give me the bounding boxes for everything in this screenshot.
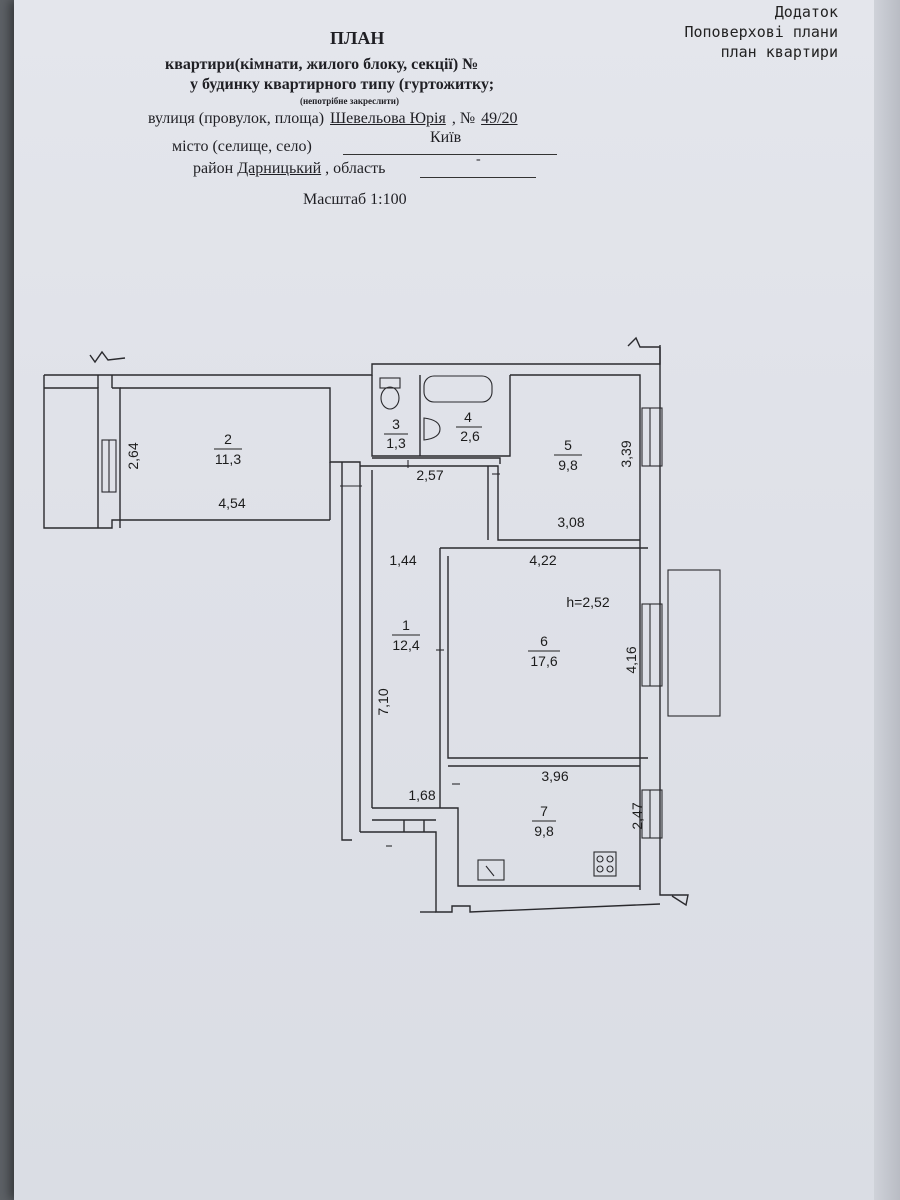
header-note: (непотрібне закреслити) <box>300 96 399 106</box>
region-label: , область <box>325 160 386 177</box>
toilet <box>380 386 400 410</box>
room-5-area: 9,8 <box>558 457 578 473</box>
city-underline <box>343 154 557 155</box>
room-5-number: 5 <box>564 437 572 453</box>
bathtub <box>423 375 493 403</box>
dim-4-54: 4,54 <box>218 495 245 511</box>
document-page <box>14 0 900 1200</box>
dimension-labels: 2,64 4,54 2,57 3,39 3,08 1,44 4,22 h=2,5… <box>125 440 645 829</box>
dim-3-39: 3,39 <box>618 440 634 467</box>
dim-2-57: 2,57 <box>416 467 443 483</box>
plan-fixtures <box>340 375 617 881</box>
plan-walls <box>43 336 689 913</box>
dim-2-47: 2,47 <box>629 802 645 829</box>
dim-4-22: 4,22 <box>529 552 556 568</box>
number-label: , № <box>451 110 476 127</box>
appendix-line-2: Поповерхові плани <box>684 23 838 41</box>
dim-4-16: 4,16 <box>623 646 639 673</box>
window-room-6 <box>641 603 663 687</box>
window-room-5 <box>641 407 663 467</box>
appendix-header: Додаток Поповерхові плани план квартири <box>684 2 838 62</box>
appendix-line-3: план квартири <box>720 43 838 61</box>
room-3-area: 1,3 <box>386 435 406 451</box>
header-line-2: у будинку квартирного типу (гуртожитку; <box>190 76 495 93</box>
room-2-area: 11,3 <box>215 451 241 467</box>
room-6-area: 17,6 <box>530 653 557 669</box>
room-2-number: 2 <box>224 431 232 447</box>
city-value: Київ <box>430 129 462 146</box>
street-row: вулиця (провулок, площа) Шевельова Юрія , … <box>148 110 528 128</box>
dim-1-44: 1,44 <box>389 552 416 568</box>
page-edge <box>874 0 900 1200</box>
kitchen-sink <box>477 859 505 881</box>
stove <box>593 851 617 877</box>
region-value: - <box>476 152 481 167</box>
room-3-number: 3 <box>392 416 400 432</box>
city-label: місто (селище, село) <box>172 138 312 155</box>
dim-3-96: 3,96 <box>541 768 568 784</box>
city-row: місто (селище, село) <box>172 138 312 156</box>
district-value: Дарницький <box>237 160 322 177</box>
page-title: ПЛАН <box>330 28 385 48</box>
sink <box>423 417 441 441</box>
district-label: район <box>193 160 234 177</box>
header-line-1: квартири(кімнати, жилого блоку, секції) … <box>165 56 479 73</box>
ceiling-height: h=2,52 <box>566 594 609 610</box>
plan-windows <box>101 407 721 839</box>
street-label: вулиця (провулок, площа) <box>148 110 325 127</box>
room-1-number: 1 <box>402 617 410 633</box>
room-4-number: 4 <box>464 409 472 425</box>
number-value: 49/20 <box>481 110 518 127</box>
dim-1-68: 1,68 <box>408 787 435 803</box>
room-labels: 2 11,3 3 1,3 4 2,6 5 9,8 1 12,4 6 17,6 7… <box>214 409 582 839</box>
balcony <box>667 569 721 717</box>
room-7-area: 9,8 <box>534 823 554 839</box>
room-4-area: 2,6 <box>460 428 480 444</box>
dim-7-10: 7,10 <box>375 688 391 715</box>
room-7-number: 7 <box>540 803 548 819</box>
window-room-7 <box>641 789 663 839</box>
room-1-area: 12,4 <box>392 637 419 653</box>
scale-label: Масштаб 1:100 <box>303 191 407 208</box>
appendix-line-1: Додаток <box>774 3 838 21</box>
region-underline <box>420 177 536 178</box>
dim-2-64: 2,64 <box>125 442 141 469</box>
room-6-number: 6 <box>540 633 548 649</box>
dim-3-08: 3,08 <box>557 514 584 530</box>
street-value: Шевельова Юрія <box>330 110 446 127</box>
